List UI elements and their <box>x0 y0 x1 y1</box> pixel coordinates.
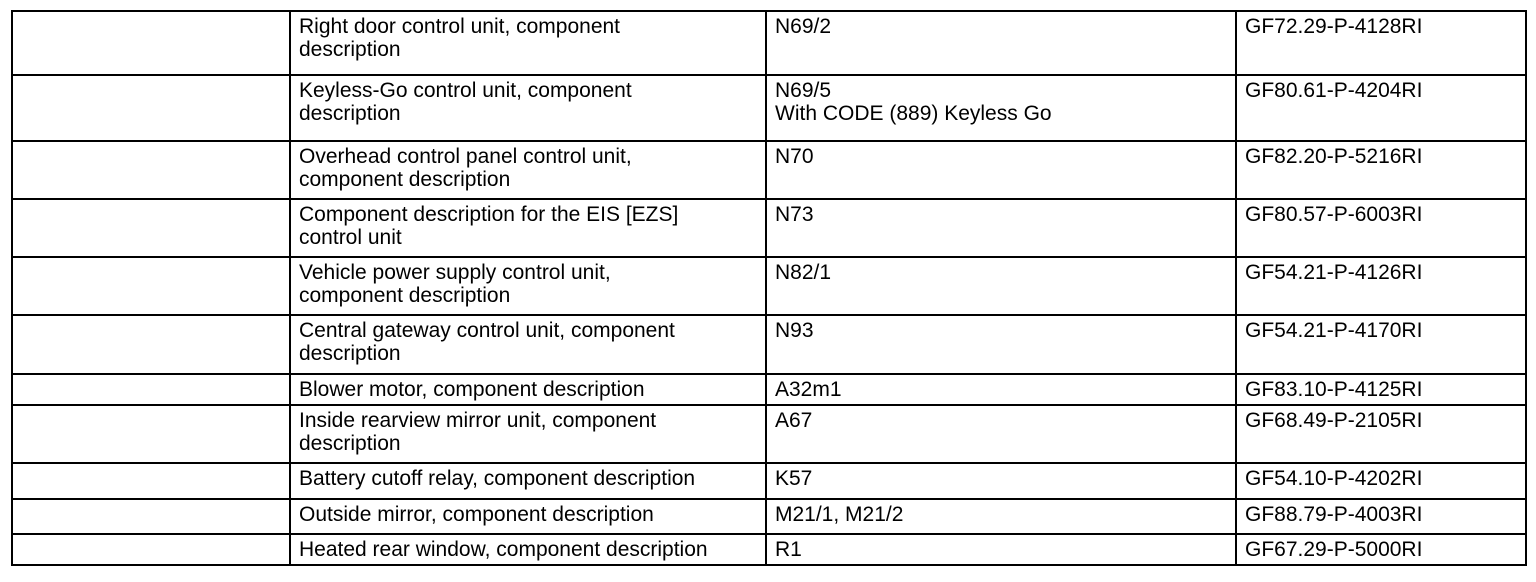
cell-description: Blower motor, component description <box>289 373 767 406</box>
cell-reference: GF82.20-P-5216RI <box>1235 140 1527 200</box>
cell-empty <box>11 462 291 500</box>
cell-empty <box>11 404 291 464</box>
cell-code: K57 <box>765 462 1237 500</box>
cell-code: N93 <box>765 314 1237 375</box>
table-row: Heated rear window, component descriptio… <box>11 533 1527 566</box>
cell-empty <box>11 10 291 76</box>
cell-empty <box>11 140 291 200</box>
table-row: Vehicle power supply control unit, compo… <box>11 256 1527 316</box>
table-row: Central gateway control unit, component … <box>11 314 1527 375</box>
cell-empty <box>11 533 291 566</box>
table-row: Battery cutoff relay, component descript… <box>11 462 1527 500</box>
cell-description: Inside rearview mirror unit, component d… <box>289 404 767 464</box>
cell-code: M21/1, M21/2 <box>765 498 1237 535</box>
cell-description: Heated rear window, component descriptio… <box>289 533 767 566</box>
component-description-table: Right door control unit, component descr… <box>11 10 1527 566</box>
table-row: Outside mirror, component description M2… <box>11 498 1527 535</box>
cell-empty <box>11 373 291 406</box>
cell-reference: GF54.10-P-4202RI <box>1235 462 1527 500</box>
cell-reference: GF80.57-P-6003RI <box>1235 198 1527 258</box>
cell-reference: GF83.10-P-4125RI <box>1235 373 1527 406</box>
cell-code: N73 <box>765 198 1237 258</box>
document-table-region: Right door control unit, component descr… <box>11 10 1527 566</box>
cell-description: Overhead control panel control unit, com… <box>289 140 767 200</box>
cell-code: A32m1 <box>765 373 1237 406</box>
cell-reference: GF67.29-P-5000RI <box>1235 533 1527 566</box>
cell-description: Battery cutoff relay, component descript… <box>289 462 767 500</box>
table-row: Overhead control panel control unit, com… <box>11 140 1527 200</box>
cell-empty <box>11 74 291 142</box>
cell-reference: GF88.79-P-4003RI <box>1235 498 1527 535</box>
table-row: Blower motor, component description A32m… <box>11 373 1527 406</box>
table-row: Component description for the EIS [EZS] … <box>11 198 1527 258</box>
cell-description: Keyless-Go control unit, component descr… <box>289 74 767 142</box>
table-row: Right door control unit, component descr… <box>11 10 1527 76</box>
cell-empty <box>11 198 291 258</box>
cell-reference: GF80.61-P-4204RI <box>1235 74 1527 142</box>
cell-reference: GF54.21-P-4126RI <box>1235 256 1527 316</box>
cell-reference: GF54.21-P-4170RI <box>1235 314 1527 375</box>
cell-code: N82/1 <box>765 256 1237 316</box>
cell-code: N69/2 <box>765 10 1237 76</box>
table-row: Inside rearview mirror unit, component d… <box>11 404 1527 464</box>
cell-empty <box>11 314 291 375</box>
table-row: Keyless-Go control unit, component descr… <box>11 74 1527 142</box>
cell-reference: GF68.49-P-2105RI <box>1235 404 1527 464</box>
cell-code: N69/5 With CODE (889) Keyless Go <box>765 74 1237 142</box>
cell-description: Central gateway control unit, component … <box>289 314 767 375</box>
cell-reference: GF72.29-P-4128RI <box>1235 10 1527 76</box>
cell-code: R1 <box>765 533 1237 566</box>
cell-code: A67 <box>765 404 1237 464</box>
cell-description: Vehicle power supply control unit, compo… <box>289 256 767 316</box>
cell-empty <box>11 498 291 535</box>
cell-description: Outside mirror, component description <box>289 498 767 535</box>
cell-empty <box>11 256 291 316</box>
cell-code: N70 <box>765 140 1237 200</box>
cell-description: Component description for the EIS [EZS] … <box>289 198 767 258</box>
cell-description: Right door control unit, component descr… <box>289 10 767 76</box>
